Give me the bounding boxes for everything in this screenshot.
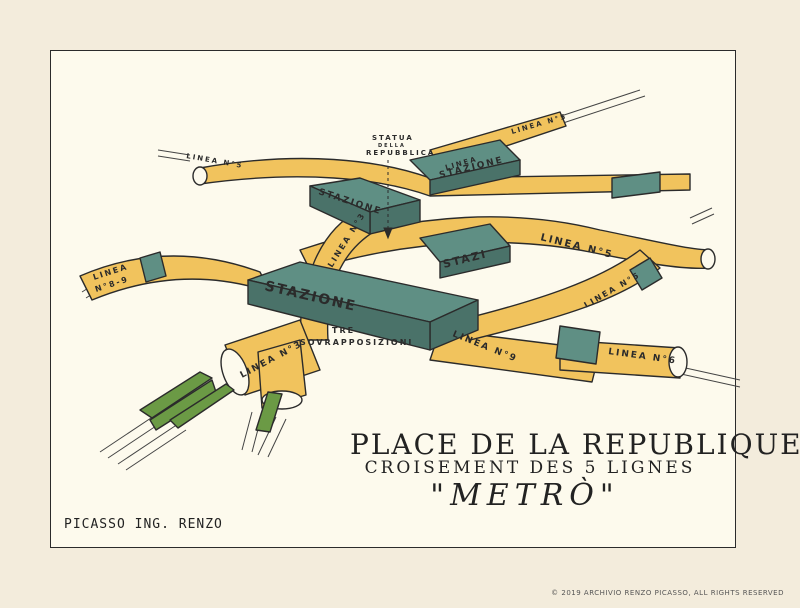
tube-mouth bbox=[220, 348, 250, 396]
train-left bbox=[139, 371, 235, 431]
tube-linea-5-top bbox=[199, 157, 691, 197]
label-statua-repubblica: REPUBBLICA bbox=[366, 149, 435, 157]
tube-ring bbox=[611, 171, 661, 199]
diagram-subtitle-metro: "METRÒ" bbox=[430, 478, 620, 513]
tube-linea-8-9 bbox=[79, 255, 271, 301]
tube-mouth bbox=[668, 346, 688, 378]
tube-mouth bbox=[192, 166, 208, 186]
diagram-title: PLACE DE LA REPUBLIQUE bbox=[350, 428, 800, 461]
label-statua-della: DELLA bbox=[378, 143, 406, 149]
copyright-notice: © 2019 ARCHIVIO RENZO PICASSO, ALL RIGHT… bbox=[551, 589, 784, 597]
tube-ring bbox=[629, 257, 663, 291]
author-signature: PICASSO ING. RENZO bbox=[64, 517, 223, 532]
tube-linea-5-lower bbox=[459, 249, 661, 341]
label-statua: STATUA bbox=[372, 134, 414, 142]
label-tre: TRE bbox=[332, 326, 355, 335]
statue-marker bbox=[383, 160, 393, 240]
label-sovrapposizioni: SOVRAPPOSIZIONI bbox=[300, 338, 413, 347]
tube-ring bbox=[139, 251, 167, 283]
tube-mouth bbox=[700, 248, 716, 270]
diagram-subtitle: CROISEMENT DES 5 LIGNES bbox=[364, 458, 696, 478]
tube-ring bbox=[555, 325, 601, 365]
train-middle bbox=[255, 391, 283, 433]
tube-linea-9 bbox=[429, 329, 601, 383]
tube-short-down bbox=[257, 339, 307, 409]
